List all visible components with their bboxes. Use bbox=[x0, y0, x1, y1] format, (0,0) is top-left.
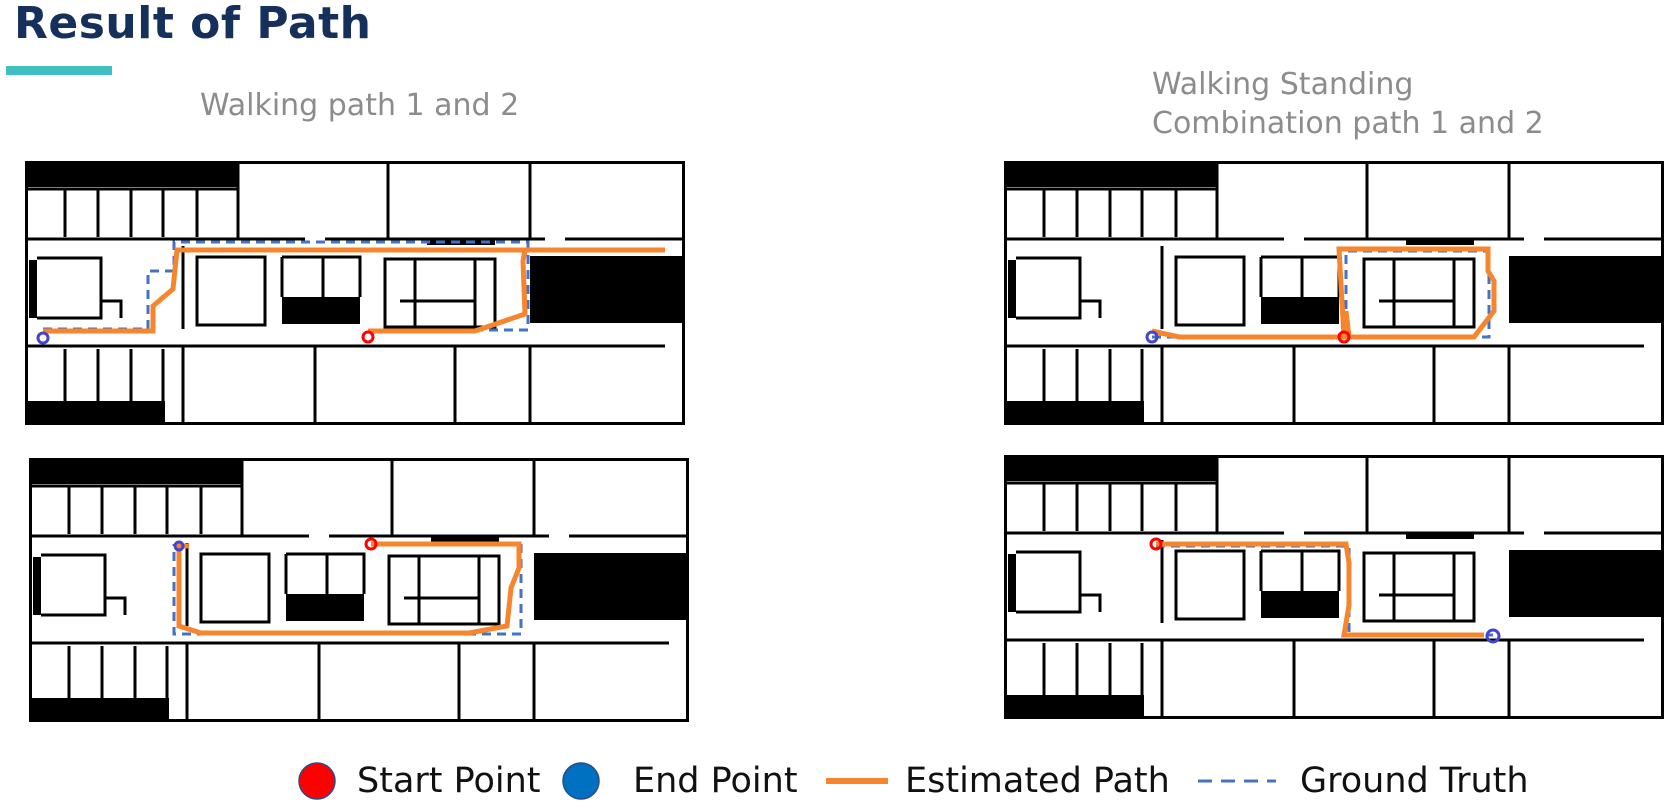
ground-truth-legend-icon bbox=[1198, 779, 1276, 783]
legend-ground-truth-label: Ground Truth bbox=[1300, 761, 1529, 801]
end-point-marker bbox=[1485, 628, 1501, 644]
left-panel-title: Walking path 1 and 2 bbox=[200, 88, 520, 123]
start-point-marker bbox=[1337, 330, 1351, 344]
end-point-marker bbox=[36, 331, 50, 345]
end-point-marker bbox=[173, 540, 185, 552]
estimated-path-line bbox=[43, 247, 665, 334]
right-panel-title-line2: Combination path 1 and 2 bbox=[1152, 106, 1544, 141]
map-walking-path-2 bbox=[29, 458, 689, 722]
estimated-path-line bbox=[1156, 541, 1484, 638]
start-point-marker bbox=[1149, 537, 1163, 551]
end-point-marker bbox=[1145, 330, 1159, 344]
legend: Start Point End Point Estimated Path Gro… bbox=[0, 753, 1679, 809]
ground-truth-line bbox=[172, 542, 523, 636]
title-underline bbox=[6, 66, 112, 75]
right-panel-title-line1: Walking Standing bbox=[1152, 67, 1414, 102]
estimated-path-legend-icon bbox=[826, 778, 888, 784]
map-walking-path-1 bbox=[25, 161, 685, 425]
page-title: Result of Path bbox=[14, 0, 372, 49]
start-point-marker bbox=[361, 330, 375, 344]
end-point-legend-icon bbox=[562, 762, 600, 800]
estimated-path-line bbox=[176, 541, 522, 636]
right-panel-title: Walking Standing Combination path 1 and … bbox=[1152, 65, 1544, 143]
legend-end-label: End Point bbox=[633, 761, 798, 801]
start-point-legend-icon bbox=[298, 762, 336, 800]
map-combination-path-2 bbox=[1004, 455, 1664, 719]
map-combination-path-1 bbox=[1004, 161, 1664, 425]
start-point-marker bbox=[364, 537, 378, 551]
legend-start-label: Start Point bbox=[357, 761, 541, 801]
legend-estimated-label: Estimated Path bbox=[905, 761, 1170, 801]
